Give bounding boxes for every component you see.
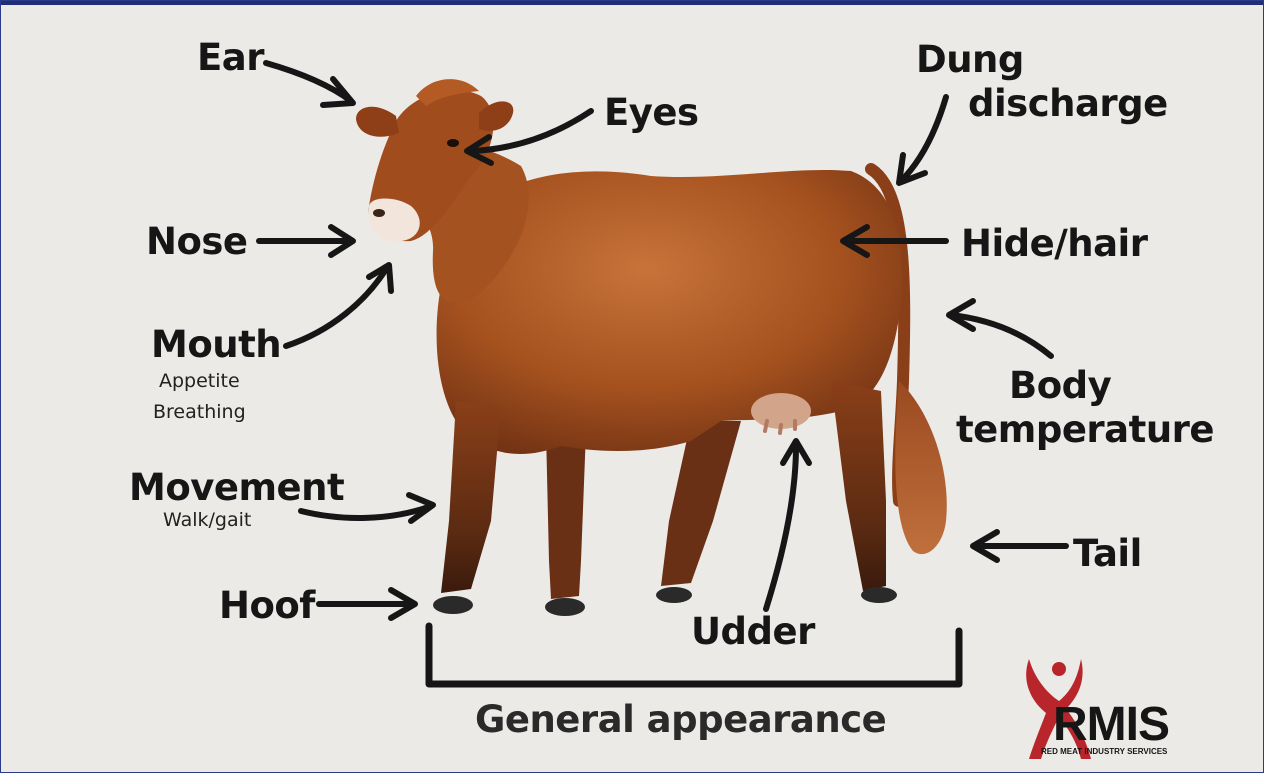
label-hide-hair: Hide/hair bbox=[961, 225, 1147, 262]
label-dung-line1: Dung bbox=[916, 41, 1024, 78]
cow-ear bbox=[356, 107, 399, 137]
label-mouth: Mouth bbox=[151, 326, 281, 363]
rmis-logo-text: RMIS bbox=[1053, 701, 1169, 749]
label-body-temperature-line1: Body bbox=[1009, 367, 1111, 404]
cow-hoof bbox=[433, 596, 473, 614]
mouth-arrow bbox=[286, 269, 386, 346]
rmis-logo-tagline: RED MEAT INDUSTRY SERVICES bbox=[1041, 747, 1167, 756]
label-movement: Movement bbox=[129, 469, 344, 506]
cow-tail-switch bbox=[895, 381, 946, 554]
label-general-appearance: General appearance bbox=[475, 701, 886, 738]
label-eyes: Eyes bbox=[604, 94, 699, 131]
cow-eye bbox=[447, 139, 459, 147]
label-mouth-sub-appetite: Appetite bbox=[159, 372, 240, 391]
cow-hoof bbox=[545, 598, 585, 616]
label-movement-sub: Walk/gait bbox=[163, 511, 251, 530]
cow-hoof bbox=[656, 587, 692, 603]
label-dung-line2: discharge bbox=[968, 85, 1168, 122]
body-temperature-arrow bbox=[951, 315, 1051, 356]
label-tail: Tail bbox=[1073, 535, 1142, 572]
cow-leg-near-front bbox=[441, 401, 501, 593]
label-udder: Udder bbox=[691, 613, 815, 650]
label-mouth-sub-breathing: Breathing bbox=[153, 403, 246, 422]
udder-arrow bbox=[766, 446, 796, 609]
cow-leg-far-front bbox=[546, 431, 586, 599]
cow-hoof bbox=[861, 587, 897, 603]
label-body-temperature-line2: temperature bbox=[956, 411, 1214, 448]
dung-arrow bbox=[901, 97, 946, 181]
cow-leg-near-rear bbox=[831, 381, 886, 591]
cow-leg-far-rear bbox=[661, 421, 741, 586]
label-hoof: Hoof bbox=[219, 587, 315, 624]
label-ear: Ear bbox=[197, 39, 264, 76]
label-nose: Nose bbox=[146, 223, 248, 260]
cow-nostril bbox=[373, 209, 385, 217]
